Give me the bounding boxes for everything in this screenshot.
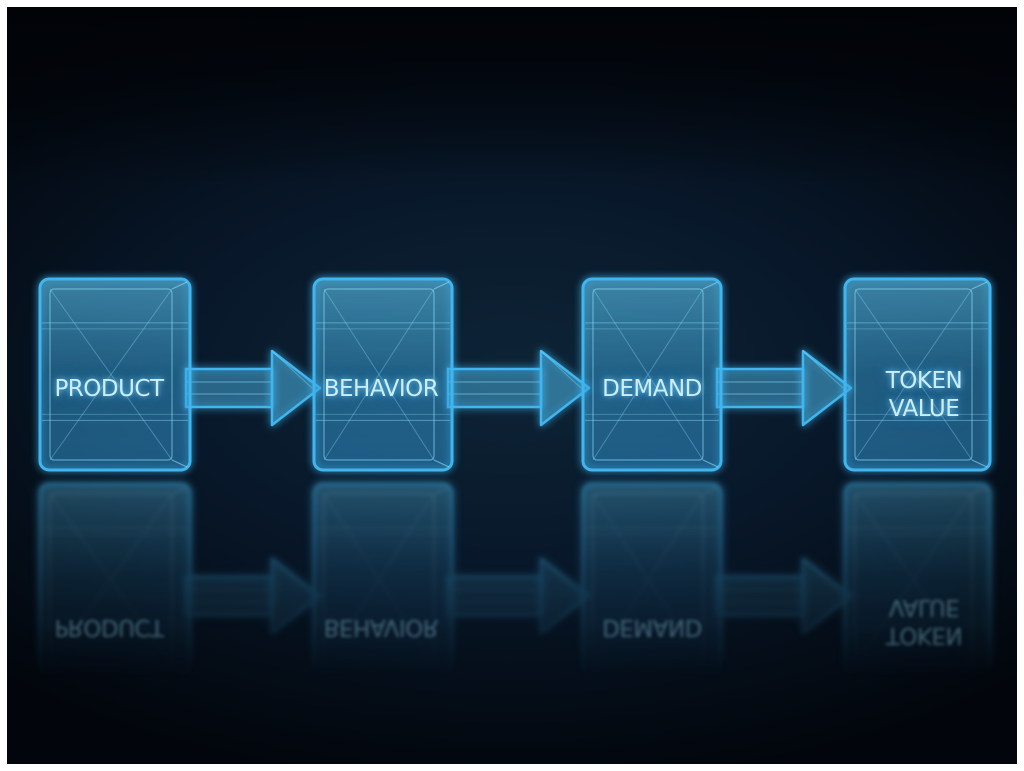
node-label-line: DEMAND bbox=[602, 376, 702, 402]
node-reflection-token-value bbox=[843, 482, 992, 677]
node-label-line: PRODUCT bbox=[54, 376, 164, 402]
node-token-value bbox=[843, 277, 992, 472]
edge-behavior-to-demand bbox=[446, 349, 591, 427]
edge-demand-to-token-value bbox=[715, 349, 853, 427]
edge-product-to-behavior bbox=[184, 349, 322, 427]
node-label-line: VALUE bbox=[888, 396, 960, 422]
node-label-line: TOKEN bbox=[885, 368, 963, 394]
reflection-layer bbox=[38, 482, 992, 677]
node-demand bbox=[581, 277, 723, 472]
flow-diagram bbox=[38, 277, 992, 677]
node-reflection-behavior bbox=[312, 482, 454, 677]
node-label-product: PRODUCT bbox=[29, 375, 189, 403]
edge-reflection-demand bbox=[715, 557, 853, 635]
node-reflection-product bbox=[38, 482, 192, 677]
diagram-canvas: PRODUCT PRODUCT BEHAVIOR BEHAVIOR DEMAND DEMA… bbox=[7, 7, 1017, 764]
nodes-layer bbox=[38, 277, 992, 472]
node-label-reflection-line: TOKEN bbox=[885, 622, 963, 648]
node-reflection-demand bbox=[581, 482, 723, 677]
node-behavior bbox=[312, 277, 454, 472]
node-label-behavior: BEHAVIOR bbox=[301, 375, 461, 403]
node-label-reflection-line: VALUE bbox=[888, 594, 960, 620]
node-label-reflection-product: PRODUCT bbox=[29, 613, 189, 641]
node-label-reflection-demand: DEMAND bbox=[572, 613, 732, 641]
edges-layer bbox=[184, 349, 853, 427]
node-label-reflection-behavior: BEHAVIOR bbox=[301, 613, 461, 641]
edge-reflection-product bbox=[184, 557, 322, 635]
node-label-reflection-line: DEMAND bbox=[602, 614, 702, 640]
node-label-reflection-line: PRODUCT bbox=[54, 614, 164, 640]
node-product bbox=[38, 277, 192, 472]
node-label-reflection-line: BEHAVIOR bbox=[323, 614, 439, 640]
edge-reflection-behavior bbox=[446, 557, 591, 635]
node-label-demand: DEMAND bbox=[572, 375, 732, 403]
node-label-line: BEHAVIOR bbox=[323, 376, 439, 402]
